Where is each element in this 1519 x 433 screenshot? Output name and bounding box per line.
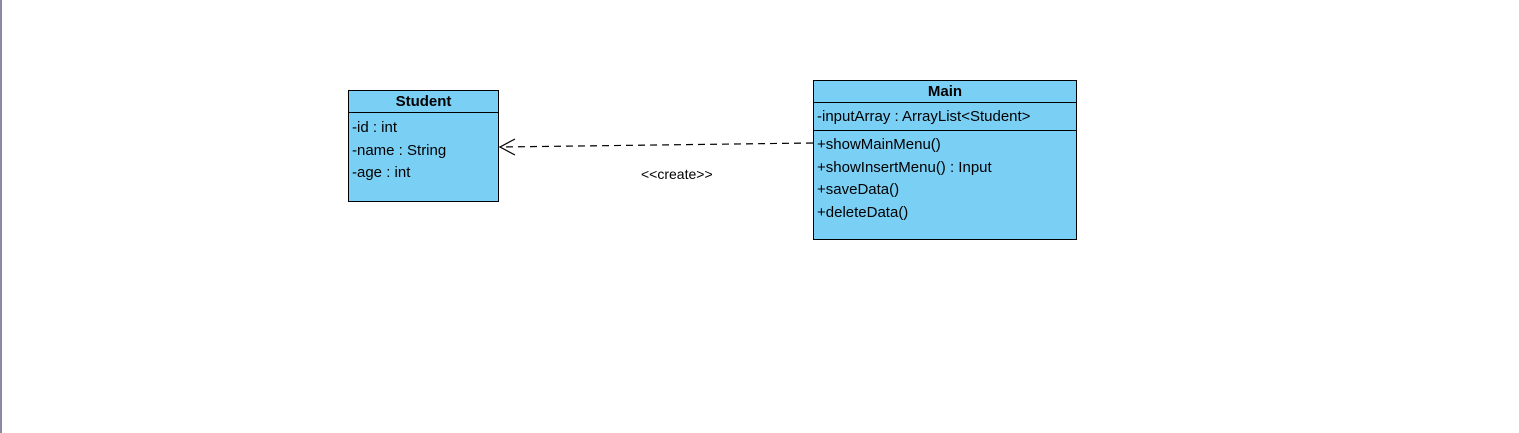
- attribute-name: -name : String: [352, 141, 447, 159]
- class-name-main: Main: [814, 81, 1076, 103]
- operation-show-insert-menu: +showInsertMenu() : Input: [817, 158, 992, 176]
- canvas-left-border: [0, 0, 2, 433]
- class-student[interactable]: Student -id : int -name : String -age : …: [348, 90, 499, 202]
- attribute-age: -age : int: [352, 164, 411, 181]
- class-name-student: Student: [349, 91, 498, 113]
- operation-show-main-menu: +showMainMenu(): [817, 136, 941, 153]
- attributes-compartment-main: -inputArray : ArrayList<Student>: [814, 103, 1076, 131]
- operation-save-data: +saveData(): [817, 181, 900, 198]
- class-main[interactable]: Main -inputArray : ArrayList<Student> +s…: [813, 80, 1077, 240]
- operations-compartment-main: +showMainMenu() +showInsertMenu() : Inpu…: [814, 131, 1076, 226]
- operation-delete-data: +deleteData(): [817, 203, 909, 221]
- attributes-compartment-student: -id : int -name : String -age : int: [349, 113, 498, 201]
- open-arrowhead: [498, 138, 516, 156]
- dependency-line[interactable]: [499, 142, 814, 148]
- attribute-input-array: -inputArray : ArrayList<Student>: [817, 108, 1031, 125]
- attribute-id: -id : int: [352, 119, 398, 136]
- create-stereotype-label: <<create>>: [641, 166, 713, 182]
